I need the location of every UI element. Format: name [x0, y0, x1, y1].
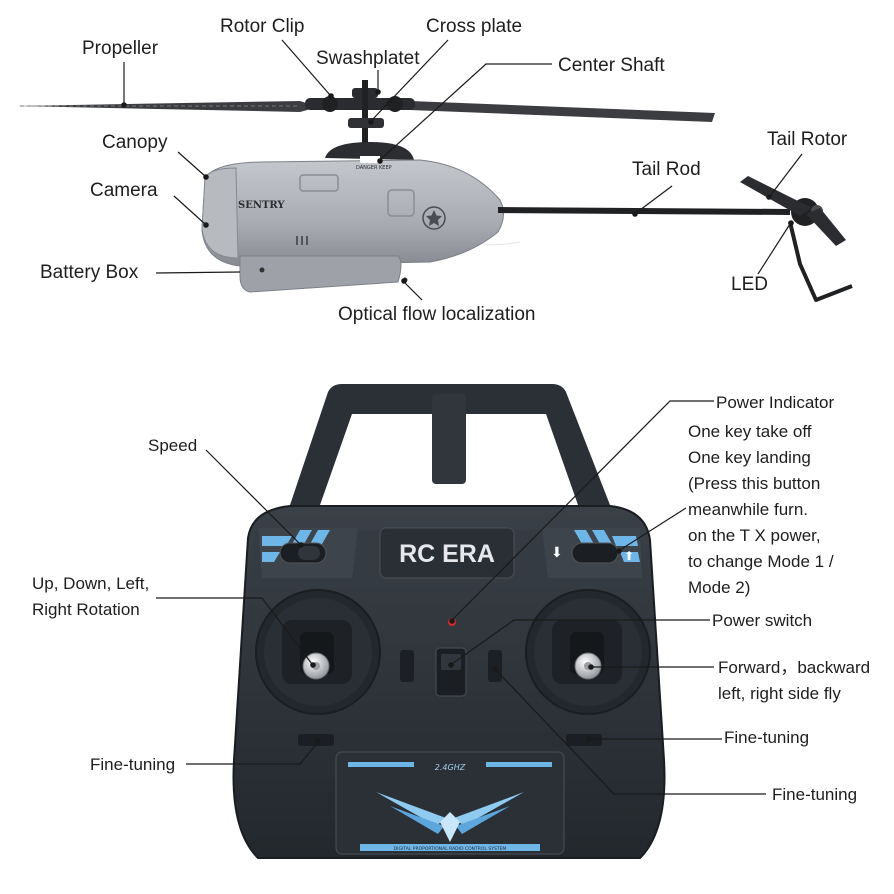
helicopter: SENTRY DANGER KEEP [16, 80, 853, 302]
right-takeoff-panel: ⬇ ⬆ [542, 528, 642, 578]
tail [497, 176, 853, 302]
label-speed: Speed [148, 436, 197, 455]
left-trim-switch[interactable] [400, 650, 414, 682]
fuselage [201, 142, 521, 293]
label-one-key-line-5: on the T X power, [688, 526, 821, 545]
label-one-key-line-2: One key landing [688, 448, 811, 467]
helicopter-labels: Propeller Rotor Clip Cross plate Swashpl… [40, 16, 848, 325]
label-fine-tuning-bottom: Fine-tuning [772, 785, 857, 804]
controller-system-text: DIGITAL PROPORTIONAL RADIO CONTROL SYSTE… [394, 846, 507, 852]
label-led: LED [731, 274, 768, 295]
helicopter-warning-marking: DANGER KEEP [356, 165, 392, 171]
controller: ⬇ ⬆ RC ERA [232, 384, 666, 859]
label-tail-rod: Tail Rod [632, 159, 701, 180]
label-battery-box: Battery Box [40, 262, 139, 283]
label-power-switch: Power switch [712, 611, 812, 630]
controller-labels: Speed Power Indicator One key take off O… [32, 393, 870, 804]
label-right-stick-line-1: Forward，backward [718, 658, 870, 677]
left-speed-panel [258, 528, 358, 578]
label-left-stick-line-2: Right Rotation [32, 600, 140, 619]
label-camera: Camera [90, 180, 158, 201]
label-left-stick-line-1: Up, Down, Left, [32, 574, 149, 593]
label-tail-rotor: Tail Rotor [767, 129, 848, 150]
right-stick[interactable] [525, 589, 651, 715]
label-one-key-line-3: (Press this button [688, 474, 820, 493]
right-trim-switch[interactable] [488, 650, 502, 682]
label-propeller: Propeller [82, 38, 159, 59]
label-fine-tuning-left: Fine-tuning [90, 755, 175, 774]
bottom-right-trim[interactable] [566, 734, 602, 746]
svg-text:⬇: ⬇ [551, 545, 563, 561]
label-optical-flow: Optical flow localization [338, 304, 535, 325]
label-right-stick-line-2: left, right side fly [718, 684, 841, 703]
label-one-key-line-4: meanwhile furn. [688, 500, 808, 519]
label-power-indicator: Power Indicator [716, 393, 834, 412]
main-rotor [16, 80, 715, 150]
controller-logo-plate: 2.4GHZ DIGITAL PROPORTIONAL RADIO CONTRO… [335, 751, 565, 855]
left-stick[interactable] [255, 589, 381, 715]
label-one-key-line-7: Mode 2) [688, 578, 750, 597]
label-cross-plate: Cross plate [426, 16, 522, 37]
controller-brand: RC ERA [399, 540, 495, 568]
helicopter-brand-marking: SENTRY [238, 200, 285, 211]
label-center-shaft: Center Shaft [558, 55, 665, 76]
one-key-takeoff-button[interactable] [571, 542, 619, 564]
label-one-key-line-6: to change Mode 1 / [688, 552, 834, 571]
helicopter-leader-lines [121, 39, 803, 301]
controller-leader-lines [156, 400, 766, 795]
controller-frequency: 2.4GHZ [435, 763, 466, 772]
label-one-key-line-1: One key take off [688, 422, 812, 441]
label-rotor-clip: Rotor Clip [220, 16, 304, 37]
label-swashplate: Swashplatet [316, 48, 420, 69]
controller-antenna [432, 394, 466, 484]
label-canopy: Canopy [102, 132, 168, 153]
label-fine-tuning-right: Fine-tuning [724, 728, 809, 747]
svg-text:⬆: ⬆ [624, 549, 634, 563]
